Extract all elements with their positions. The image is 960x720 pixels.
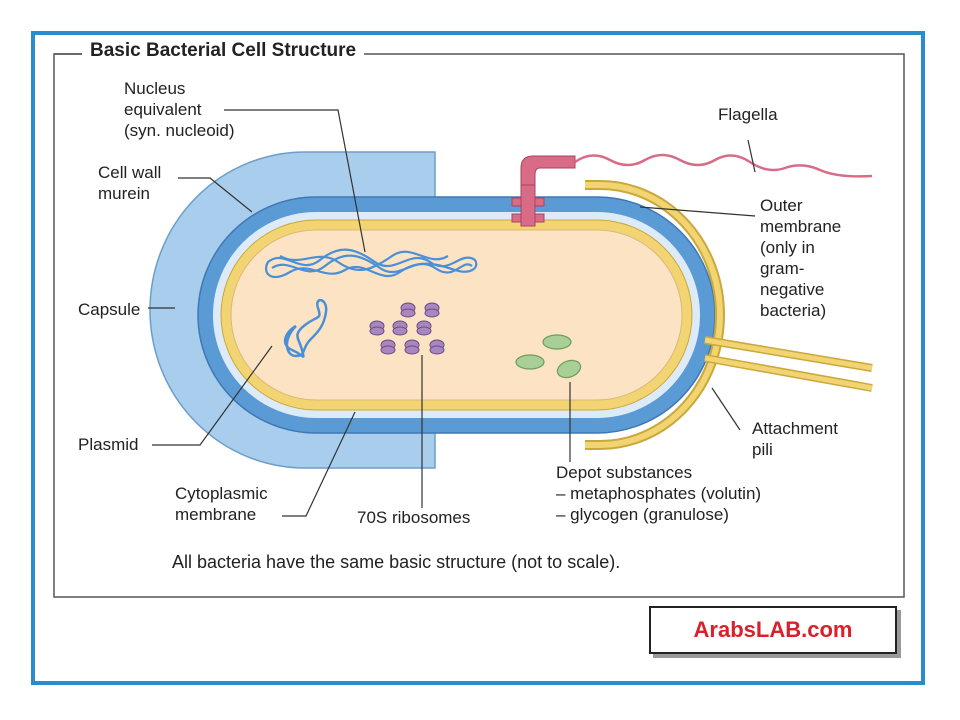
label-outer-membrane: Outer membrane (only in gram- negative b… xyxy=(760,196,842,320)
diagram-title: Basic Bacterial Cell Structure xyxy=(82,40,365,62)
plasmid xyxy=(283,299,328,358)
leader-lines xyxy=(148,109,756,517)
attachment-pili xyxy=(704,336,873,392)
ribosomes xyxy=(369,302,445,355)
label-plasmid: Plasmid xyxy=(78,435,139,454)
label-depot-substances: Depot substances – metaphosphates (volut… xyxy=(556,463,762,524)
label-capsule: Capsule xyxy=(78,300,141,319)
label-attachment-pili: Attachment pili xyxy=(752,419,838,459)
label-cell-wall: Cell wall murein xyxy=(98,163,162,203)
label-ribosomes: 70S ribosomes xyxy=(357,508,471,527)
outer-membrane-inner xyxy=(585,182,723,448)
ribosome xyxy=(369,302,445,355)
watermark-box: ArabsLAB.com xyxy=(649,606,897,654)
label-flagella: Flagella xyxy=(718,105,778,124)
watermark-text: ArabsLAB.com xyxy=(693,617,853,642)
flagella xyxy=(574,153,873,178)
inner-frame xyxy=(53,53,905,598)
caption: All bacteria have the same basic structu… xyxy=(172,552,621,572)
cytoplasm xyxy=(230,229,683,401)
depot-granules xyxy=(515,334,582,379)
flagellum-base xyxy=(511,155,576,227)
label-cytoplasmic-membrane: Cytoplasmic membrane xyxy=(175,484,268,524)
label-nucleus-equivalent: Nucleus equivalent (syn. nucleoid) xyxy=(124,79,235,140)
nucleoid xyxy=(264,248,478,279)
